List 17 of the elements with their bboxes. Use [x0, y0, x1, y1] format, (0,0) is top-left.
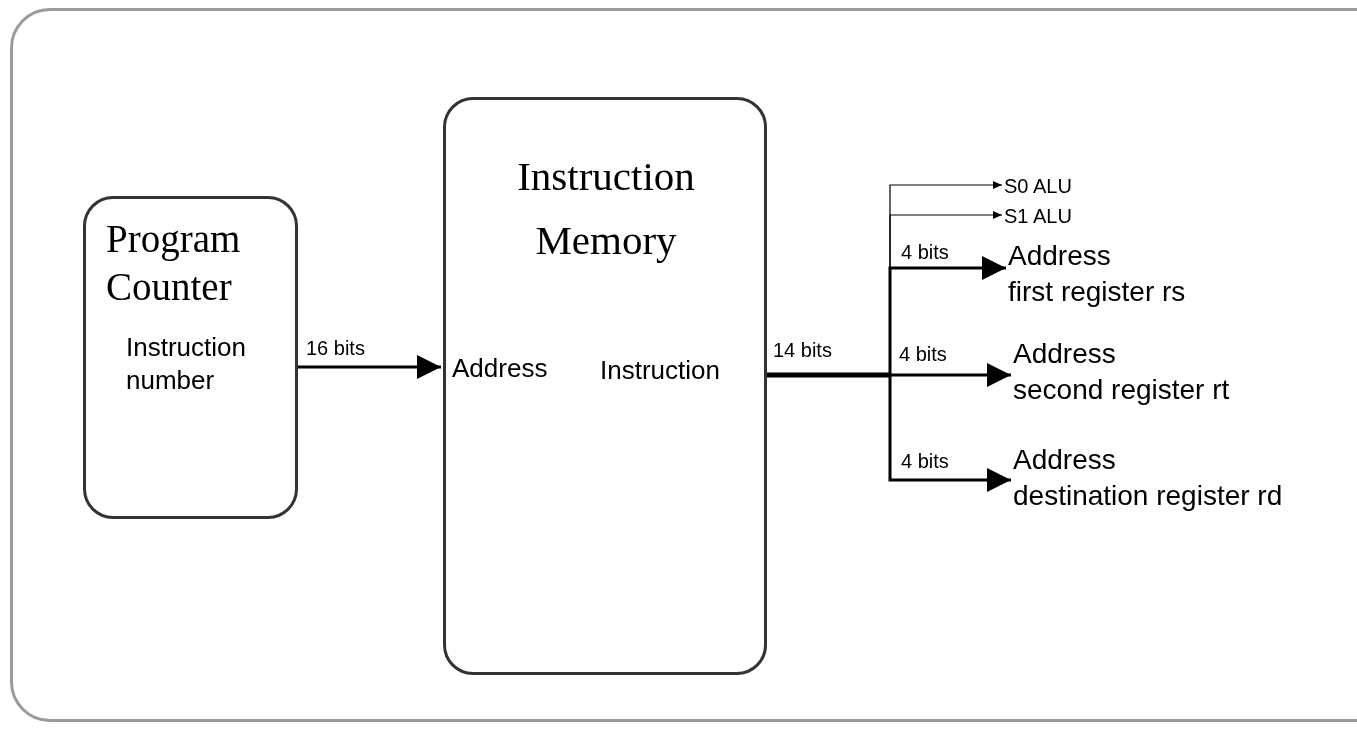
signal-label: S0 ALU	[1004, 174, 1073, 199]
memory-box	[443, 97, 767, 675]
port-label: Address	[452, 352, 548, 384]
box-title: Program Counter	[106, 216, 242, 310]
signal-label: Address	[1013, 443, 1117, 477]
signal-label: first register rs	[1008, 275, 1187, 309]
signal-label: S1 ALU	[1004, 204, 1073, 229]
signal-label: second register rt	[1013, 373, 1231, 407]
signal-label: Address	[1013, 337, 1117, 371]
box-title: Instruction Memory	[516, 152, 696, 265]
port-label: Instruction number	[126, 331, 247, 397]
register-box	[83, 196, 298, 519]
bus-line	[767, 372, 890, 378]
signal-label: destination register rd	[1013, 479, 1284, 513]
port-label: Instruction	[600, 354, 720, 386]
arrow	[298, 355, 441, 379]
signal-label: Address	[1008, 239, 1112, 273]
